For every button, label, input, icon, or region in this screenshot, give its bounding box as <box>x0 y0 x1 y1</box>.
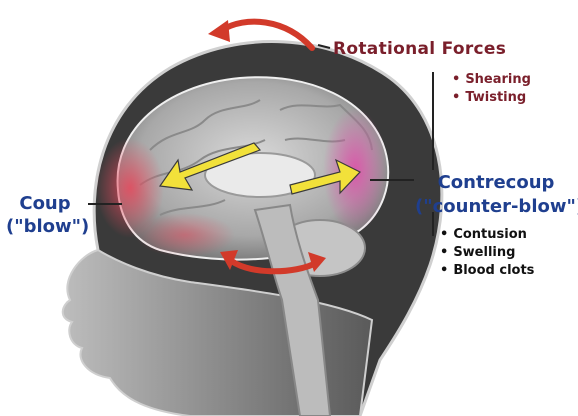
contrecoup-label-line2: ("counter-blow") <box>415 197 577 218</box>
coup-label-line2: ("blow") <box>6 217 84 238</box>
list-item: •Swelling <box>440 246 534 261</box>
coup-label: Coup ("blow") <box>6 194 84 239</box>
top-rotation-arrowhead <box>208 20 230 42</box>
list-item: •Blood clots <box>440 264 534 279</box>
list-item: •Shearing <box>452 73 531 88</box>
coup-lower-glow <box>135 213 235 257</box>
rotational-effects-list: •Shearing •Twisting <box>452 73 531 109</box>
rotational-forces-title: Rotational Forces <box>333 40 506 60</box>
list-item: •Contusion <box>440 228 534 243</box>
contrecoup-label: Contrecoup ("counter-blow") <box>415 173 577 220</box>
contrecoup-label-line1: Contrecoup <box>415 173 577 194</box>
coup-label-line1: Coup <box>6 194 84 215</box>
list-item: •Twisting <box>452 91 531 106</box>
injury-effects-list: •Contusion •Swelling •Blood clots <box>440 228 534 282</box>
